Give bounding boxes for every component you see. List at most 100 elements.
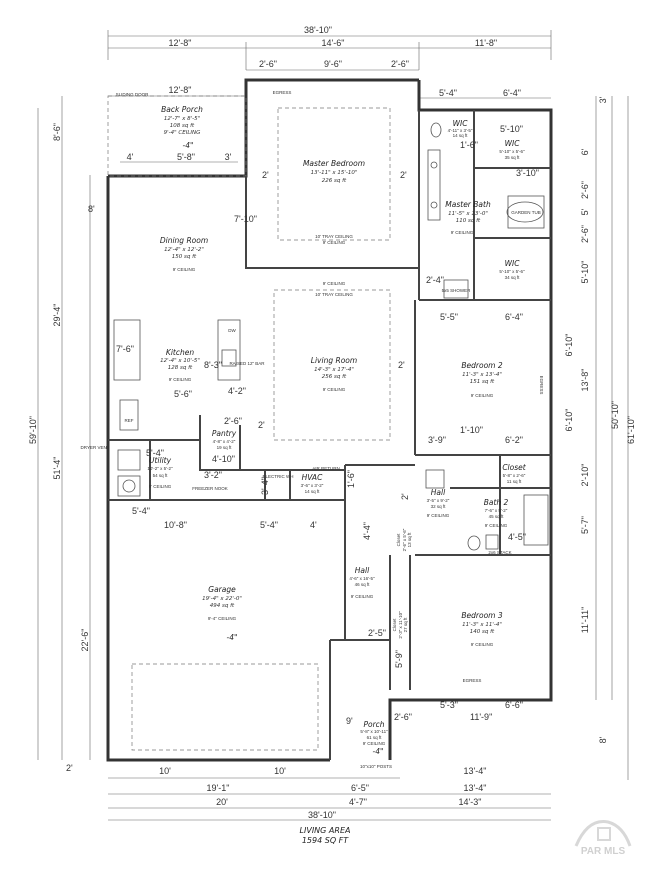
dim-right-610b: 6'-10" <box>564 409 574 432</box>
room-pantry: Pantry 4'-8" x 4'-2" 19 sq ft 2'-6" 4'-1… <box>212 416 242 464</box>
dim-right-8: 8' <box>598 736 608 743</box>
dim-h-2: 2' <box>400 493 410 500</box>
room-kitchen: Kitchen 12'-4" x 10'-5" 128 sq ft 9' CEI… <box>81 92 266 450</box>
closet-b3-area: 27 sq ft <box>403 617 408 633</box>
dim-b-24: 2'-4" <box>426 275 444 285</box>
living-area-sqft: 1594 SQ FT <box>301 836 349 845</box>
dim-bot-overall: 38'-10" <box>308 810 336 820</box>
closet-b3-size: 2'-3" x 11'-10" <box>398 611 403 639</box>
bath2-name: Bath 2 <box>484 498 509 507</box>
dim-mb-b: 9'-6" <box>324 59 342 69</box>
dim-top-overall: 38'-10" <box>304 25 332 35</box>
dim-left-mid: 51'-4" <box>52 457 62 480</box>
ceiling-outlines <box>131 107 391 751</box>
closet-b2-size: 5'-8" x 2'-6" <box>503 473 526 478</box>
back-porch-size: 12'-7" x 8'-5" <box>164 116 200 122</box>
dim-k-76: 7'-6" <box>116 344 134 354</box>
dim-bot-1341: 13'-4" <box>464 766 487 776</box>
hvac-size: 3'-6" x 3'-2" <box>301 483 324 488</box>
dim-bot-1341b: 13'-4" <box>464 783 487 793</box>
garage-ceiling: 9'-4" CEILING <box>208 616 237 621</box>
left-dimensions: 8'-6" 59'-10" 29'-4" 51'-4" 22'-6" 2' <box>28 96 91 773</box>
dim-b-66: 6'-6" <box>505 700 523 710</box>
dim-bot-10b: 10' <box>274 766 286 776</box>
bath2-stack: 2x6 STACK <box>488 550 511 555</box>
dim-dr-8: 8' <box>88 204 95 214</box>
master-bedroom-name: Master Bedroom <box>303 159 365 168</box>
dim-bot-47: 4'-7" <box>349 797 367 807</box>
fixtures <box>117 122 549 551</box>
sliding-label: SLIDING DOOR <box>116 92 150 97</box>
dim-g-54b: 5'-4" <box>260 520 278 530</box>
dim-u-54: 5'-4" <box>146 448 164 458</box>
bedroom3-egress: EGRESS <box>463 678 482 683</box>
dim-left-lower: 22'-6" <box>80 629 90 652</box>
top-dimensions: 38'-10" 12'-8" 14'-6" 11'-8" 2'-6" 9'-6"… <box>107 25 552 99</box>
master-bath-area: 110 sq ft <box>456 218 481 224</box>
dim-g-4: 4' <box>310 520 317 530</box>
back-porch-area: 108 sq ft <box>170 123 195 129</box>
dim-bath-a: 5'-4" <box>439 88 457 98</box>
dim-b-45: 4'-5" <box>508 532 526 542</box>
pantry-area: 19 sq ft <box>217 445 233 450</box>
dim-right-mid: 50'-10" <box>610 401 620 429</box>
room-freezer: FREEZER NOOK <box>192 486 228 491</box>
pantry-name: Pantry <box>212 429 237 438</box>
wic3-area: 34 sq ft <box>505 275 521 280</box>
room-porch: Porch 5'-8" x 10'-11" 61 sq ft 9' CEILIN… <box>360 720 392 769</box>
dim-right-1111: 11'-11" <box>580 607 590 634</box>
dim-b-59: 5'-9" <box>394 650 404 668</box>
bedroom3-name: Bedroom 3 <box>461 611 502 620</box>
room-master-bedroom: Master Bedroom 13'-11" x 15'-10" 226 sq … <box>234 90 407 245</box>
dim-mb-c: 2'-6" <box>391 59 409 69</box>
dim-b-64: 6'-4" <box>505 312 523 322</box>
room-wic2: WIC 5'-10" x 5'-6" 35 sq ft 5'-10" 3'-10… <box>460 124 539 178</box>
bath2-ceiling: 9' CEILING <box>485 523 508 528</box>
dim-left-total: 59'-10" <box>28 416 38 444</box>
wic3-name: WIC <box>505 259 521 268</box>
bedroom3-area: 140 sq ft <box>470 629 495 635</box>
dim-bot-65: 6'-5" <box>351 783 369 793</box>
dim-p-410: 4'-10" <box>212 454 235 464</box>
closet-h-size: 2'-6" x 5'-6" <box>402 528 407 551</box>
dw-label: DW <box>228 328 236 333</box>
dim-dr-4: 4' <box>127 152 134 162</box>
closet-b3-name: Closet <box>392 618 397 632</box>
dim-top-mid: 14'-6" <box>322 38 345 48</box>
bath2-size: 7'-6" x 5'-2" <box>485 508 508 513</box>
dim-bath-b: 6'-4" <box>503 88 521 98</box>
utility-name: Utility <box>149 456 172 465</box>
room-electric: ELECTRIC WH <box>262 474 293 479</box>
dim-b-53: 5'-3" <box>440 700 458 710</box>
dim-b-119: 11'-9" <box>470 712 492 722</box>
dim-b-110: 1'-10" <box>460 425 483 435</box>
electric-name: ELECTRIC WH <box>262 474 293 479</box>
wic1-area: 14 sq ft <box>453 133 469 138</box>
living-ceiling-top1: 9' CEILING <box>323 281 346 286</box>
bedroom2-size: 11'-3" x 13'-4" <box>462 372 502 378</box>
room-wic1: WIC 4'-11" x 3'-5" 14 sq ft <box>448 119 473 138</box>
ref-label: REF <box>125 418 134 423</box>
dim-right-610a: 6'-10" <box>564 334 574 357</box>
dim-dr-58: 5'-8" <box>177 152 195 162</box>
room-bedroom2: Bedroom 2 11'-3" x 13'-4" 151 sq ft 9' C… <box>428 312 544 445</box>
living-room-ceiling: 9' CEILING <box>323 387 346 392</box>
right-dimensions: 61'-10" 50'-10" 3' 6' 2'-6" 5' 2'-6" 5'-… <box>564 96 636 780</box>
room-hvac: HVAC 3'-6" x 3'-2" 14 sq ft <box>301 473 324 494</box>
wic2-name: WIC <box>505 139 521 148</box>
wic2-size: 5'-10" x 5'-6" <box>499 149 525 154</box>
master-bedroom-ceiling2: 9' CEILING <box>323 240 346 245</box>
living-ceiling-top2: 10' TRAY CEILING <box>315 292 353 297</box>
master-bedroom-area: 226 sq ft <box>322 178 347 184</box>
room-back-porch: Back Porch 12'-7" x 8'-5" 108 sq ft 9'-4… <box>161 105 203 150</box>
back-porch-drop: -4" <box>183 141 194 150</box>
dim-right-57: 5'-7" <box>580 516 590 534</box>
bedroom3-ceiling: 9' CEILING <box>471 642 494 647</box>
bedroom2-egress: EGRESS <box>539 376 544 395</box>
dining-room-ceiling: 9' CEILING <box>173 267 196 272</box>
closet-b2-name: Closet <box>502 463 526 472</box>
closet-b2-area: 11 sq ft <box>507 479 522 484</box>
room-garage: Garage 19'-4" x 22'-0" 494 sq ft 9'-4" C… <box>132 506 317 642</box>
bedroom2-ceiling: 9' CEILING <box>471 393 494 398</box>
